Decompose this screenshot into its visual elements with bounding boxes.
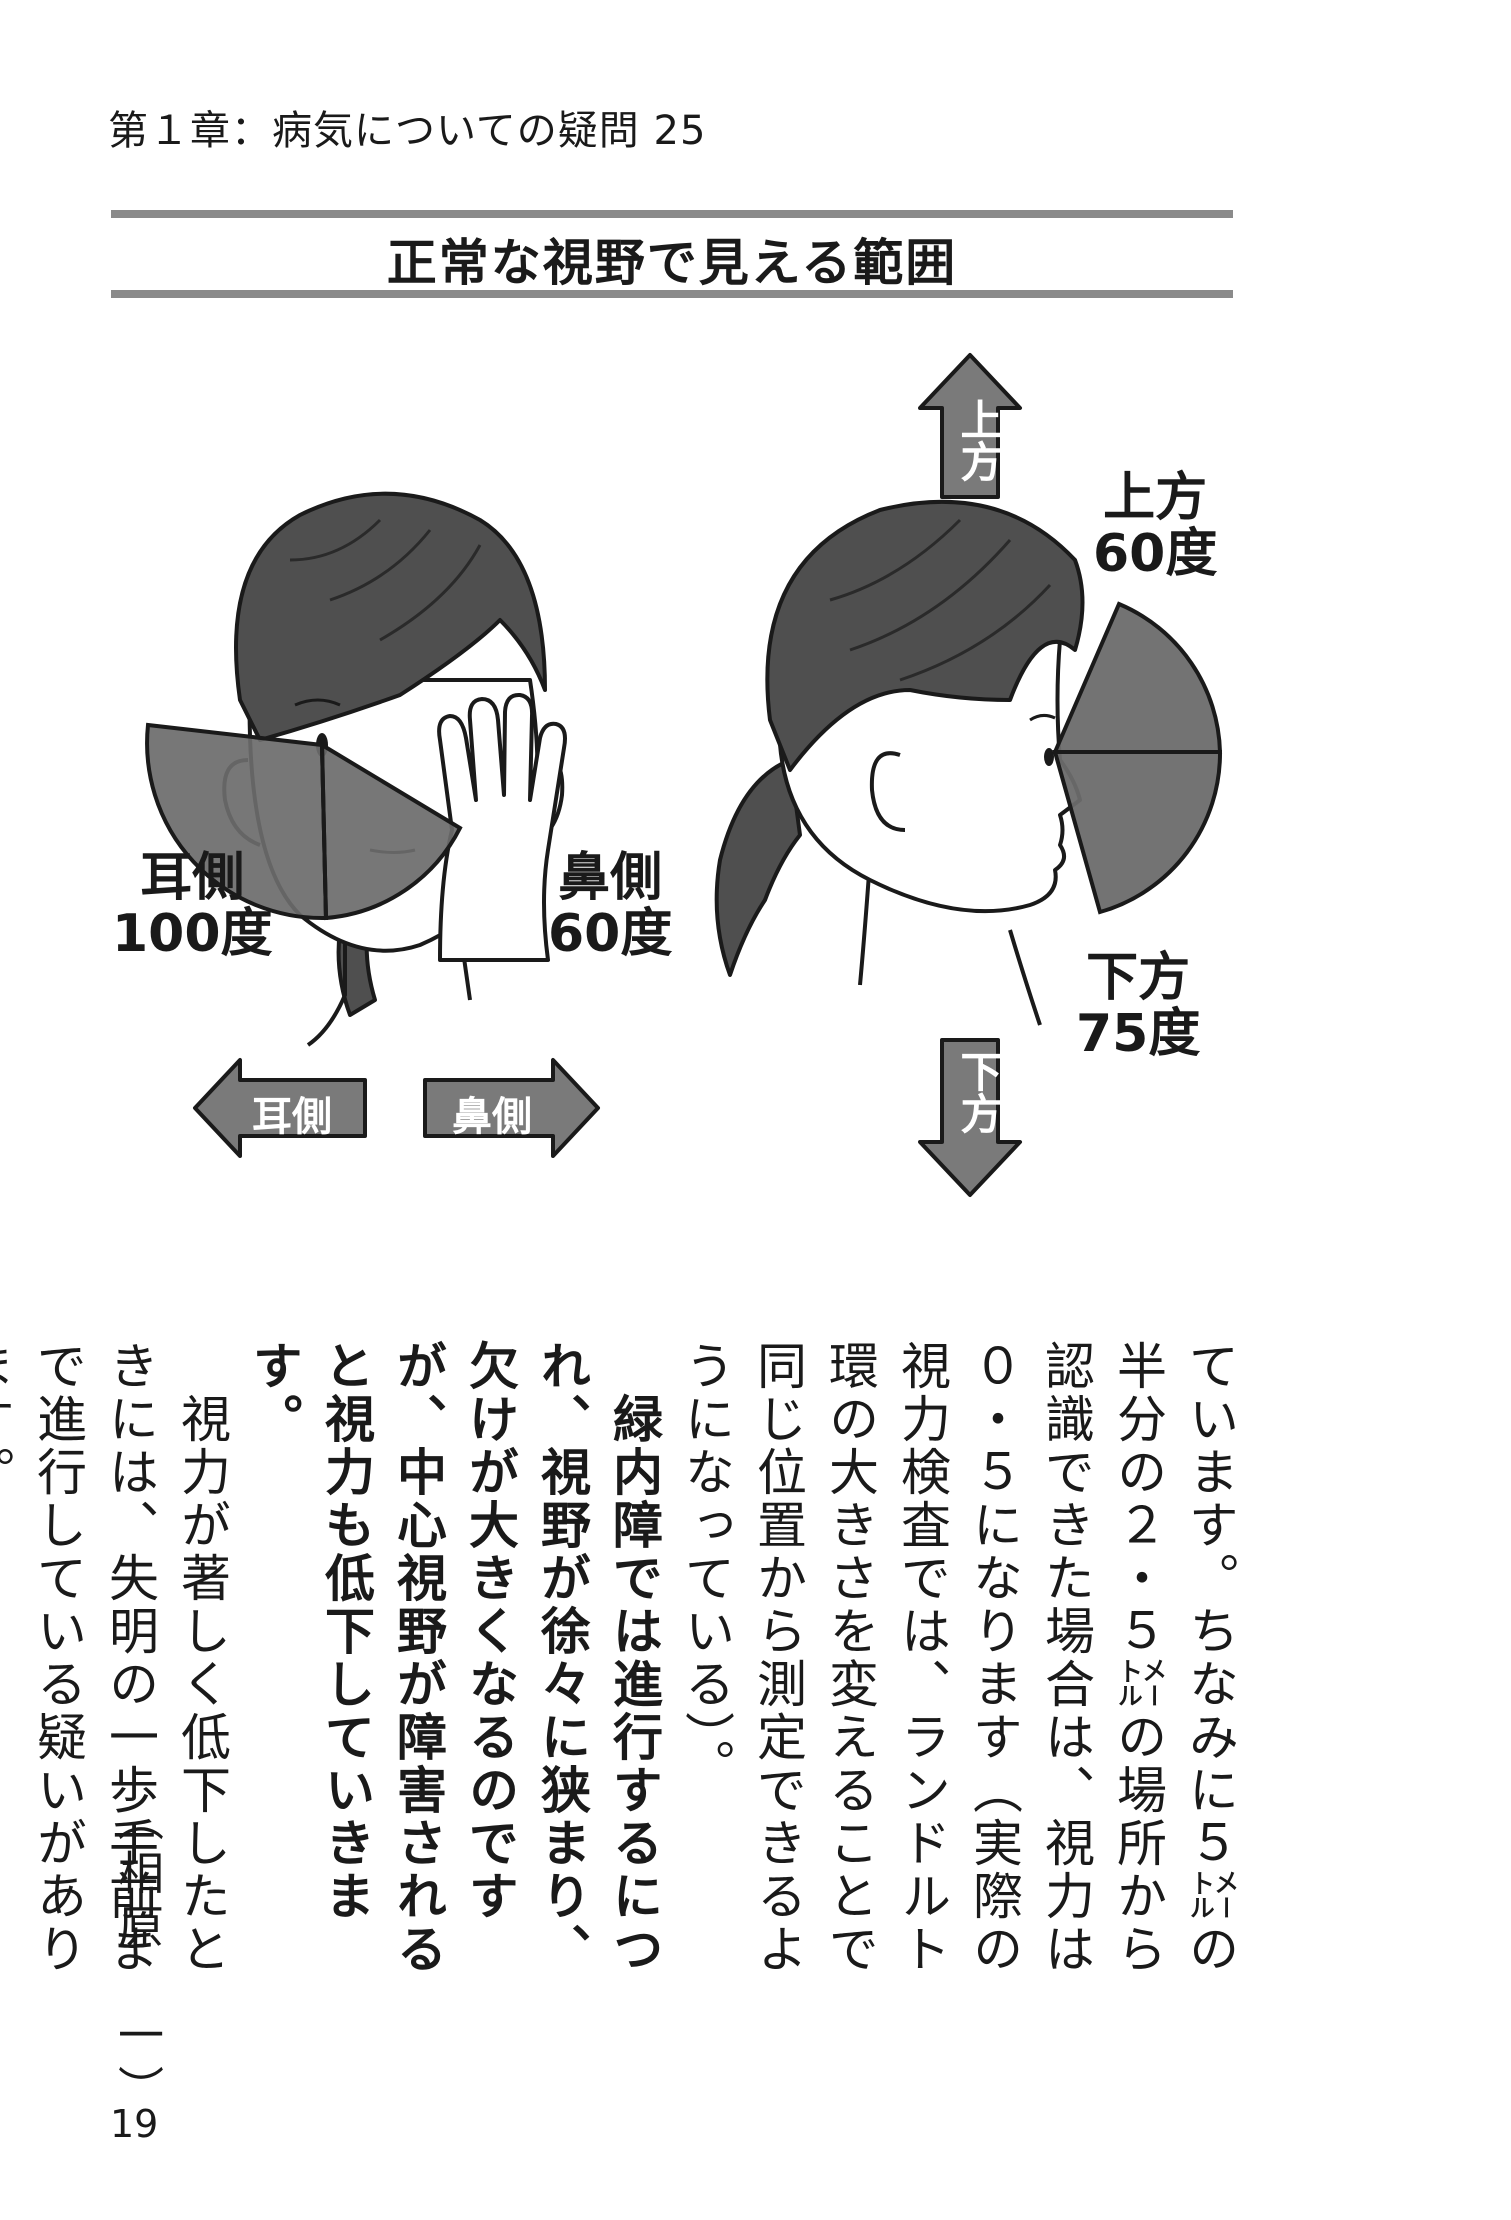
nose-side-arrow-label: 鼻側 — [452, 1094, 532, 1140]
ear-side-arrow — [193, 1058, 367, 1158]
upward-arrow-label: 上方 — [954, 398, 1003, 482]
paragraph-2: 緑内障では進行するにつれ、視野が徐々に狭まり、欠けが大きくなるのですが、中心視野… — [245, 1340, 663, 1976]
author-signature: （相原 一） — [111, 1795, 165, 2119]
profile-figure — [714, 499, 1085, 1026]
running-head: 第１章：病気についての疑問 25 — [108, 108, 707, 154]
paragraph-3: 視力が著しく低下したときには、失明の一歩手前まで進行している疑いがあります。 — [0, 1340, 231, 1976]
upward-arrow — [918, 353, 1022, 499]
title-rule-bottom — [111, 290, 1233, 298]
figure-title: 正常な視野で見える範囲 — [386, 234, 958, 292]
downward-arrow-label: 下方 — [954, 1050, 1003, 1134]
paragraph-1: ています。ちなみに５㍍の半分の２・５㍍の場所から認識できた場合は、視力は０・５に… — [677, 1340, 1239, 1976]
nose-side-label: 鼻側 60度 — [548, 848, 673, 964]
upper-label: 上方 60度 — [1093, 468, 1218, 584]
downward-arrow — [918, 1038, 1022, 1197]
visual-field-illustration — [145, 353, 1223, 1197]
page-number: 19 — [110, 2102, 159, 2146]
lower-label: 下方 75度 — [1076, 948, 1201, 1064]
ear-side-label: 耳側 100度 — [112, 848, 273, 964]
profile-visual-field — [1051, 601, 1223, 915]
body-text: ています。ちなみに５㍍の半分の２・５㍍の場所から認識できた場合は、視力は０・５に… — [0, 1340, 1246, 2010]
nose-side-arrow — [423, 1058, 600, 1158]
title-rule-top — [111, 210, 1233, 218]
ear-side-arrow-label: 耳側 — [252, 1094, 332, 1140]
front-visual-field — [145, 722, 463, 921]
